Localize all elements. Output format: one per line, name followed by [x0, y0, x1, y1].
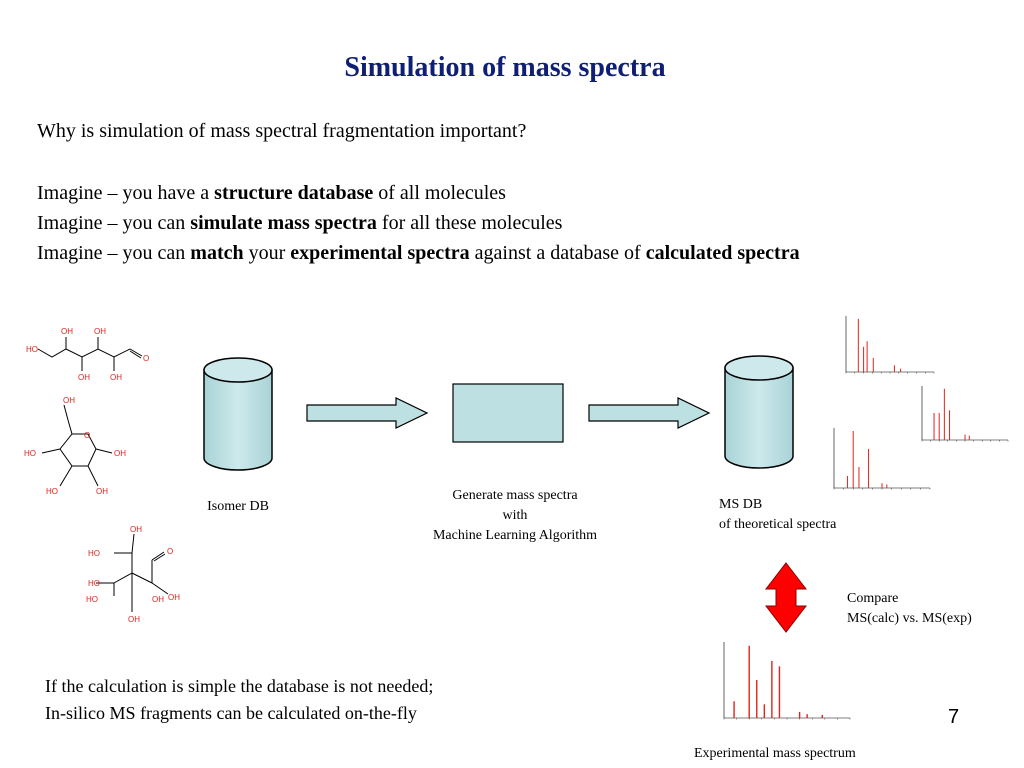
- compare-label-line-1: Compare: [847, 591, 899, 606]
- imagine-line-2: Imagine – you can simulate mass spectra …: [37, 212, 562, 235]
- bold-phrase: calculated spectra: [645, 242, 800, 264]
- bold-phrase: structure database: [214, 182, 374, 204]
- question-text: Why is simulation of mass spectral fragm…: [37, 120, 527, 142]
- mol1-atom: O: [143, 354, 149, 363]
- mol1-atom: OH: [94, 327, 106, 336]
- mol3-atom: HO: [86, 595, 98, 604]
- mol2-atom: HO: [46, 487, 58, 496]
- mol2-atom: HO: [24, 449, 36, 458]
- generate-label: Generate mass spectra with Machine Learn…: [400, 486, 630, 546]
- text-segment: Imagine – you can: [37, 212, 191, 234]
- imagine-line-3: Imagine – you can match your experimenta…: [37, 242, 800, 265]
- bold-phrase: simulate mass spectra: [190, 212, 377, 234]
- molecule-open-chain: [37, 337, 143, 371]
- compare-label: Compare MS(calc) vs. MS(exp): [847, 589, 972, 629]
- mol1-atom: OH: [61, 327, 73, 336]
- mol3-atom: OH: [128, 615, 140, 624]
- mol3-atom: OH: [130, 525, 142, 534]
- ms-db-cylinder: [724, 355, 794, 469]
- slide-title: Simulation of mass spectra: [344, 52, 666, 83]
- isomer-db-label: Isomer DB: [207, 499, 269, 514]
- text-segment: against a database of: [469, 242, 646, 264]
- spectrum-axis: [723, 642, 850, 719]
- compare-double-arrow: [764, 562, 808, 633]
- imagine-line-1: Imagine – you have a structure database …: [37, 182, 506, 205]
- mol1-atom: OH: [78, 373, 90, 382]
- text-segment: your: [243, 242, 291, 264]
- spectrum-axis: [845, 316, 934, 373]
- page-number: 7: [948, 706, 960, 728]
- experimental-spectrum-label: Experimental mass spectrum: [694, 746, 856, 761]
- mol3-atom: OH: [152, 595, 164, 604]
- generate-label-line-1: Generate mass spectra: [452, 488, 578, 503]
- mol1-atom: HO: [26, 345, 38, 354]
- mol2-atom: O: [84, 431, 90, 440]
- mol3-atom: HO: [88, 549, 100, 558]
- footer-line-2: In-silico MS fragments can be calculated…: [45, 703, 417, 723]
- isomer-db-cylinder: [203, 357, 273, 471]
- mol3-atom: HO: [88, 579, 100, 588]
- text-segment: Imagine – you can: [37, 242, 191, 264]
- arrow-right-2: [588, 397, 711, 429]
- mol2-atom: OH: [96, 487, 108, 496]
- ms-db-label: MS DB of theoretical spectra: [719, 495, 836, 535]
- ms-db-label-line-1: MS DB: [719, 497, 763, 512]
- mol2-atom: OH: [63, 396, 75, 405]
- mol3-atom: OH: [168, 593, 180, 602]
- mol2-atom: OH: [114, 449, 126, 458]
- spectrum-axis: [921, 386, 1008, 441]
- molecule-branched: [96, 533, 169, 612]
- footer-line-1: If the calculation is simple the databas…: [45, 676, 434, 696]
- generate-label-line-2: with: [502, 508, 528, 523]
- text-segment: of all molecules: [373, 182, 506, 204]
- ms-db-label-line-2: of theoretical spectra: [719, 517, 837, 532]
- text-segment: Imagine – you have a: [37, 182, 215, 204]
- text-segment: for all these molecules: [376, 212, 563, 234]
- molecule-pyranose-ring: [41, 404, 113, 487]
- mol3-atom: O: [167, 547, 173, 556]
- bold-phrase: match: [190, 242, 244, 264]
- compare-label-line-2: MS(calc) vs. MS(exp): [847, 611, 972, 626]
- generate-label-line-3: Machine Learning Algorithm: [432, 528, 598, 543]
- arrow-right-1: [306, 397, 429, 429]
- algorithm-box: [452, 383, 564, 443]
- spectrum-axis: [833, 428, 930, 489]
- spectra-thumbnails: [723, 316, 1009, 720]
- mol1-atom: OH: [110, 373, 122, 382]
- bold-phrase: experimental spectra: [290, 242, 470, 264]
